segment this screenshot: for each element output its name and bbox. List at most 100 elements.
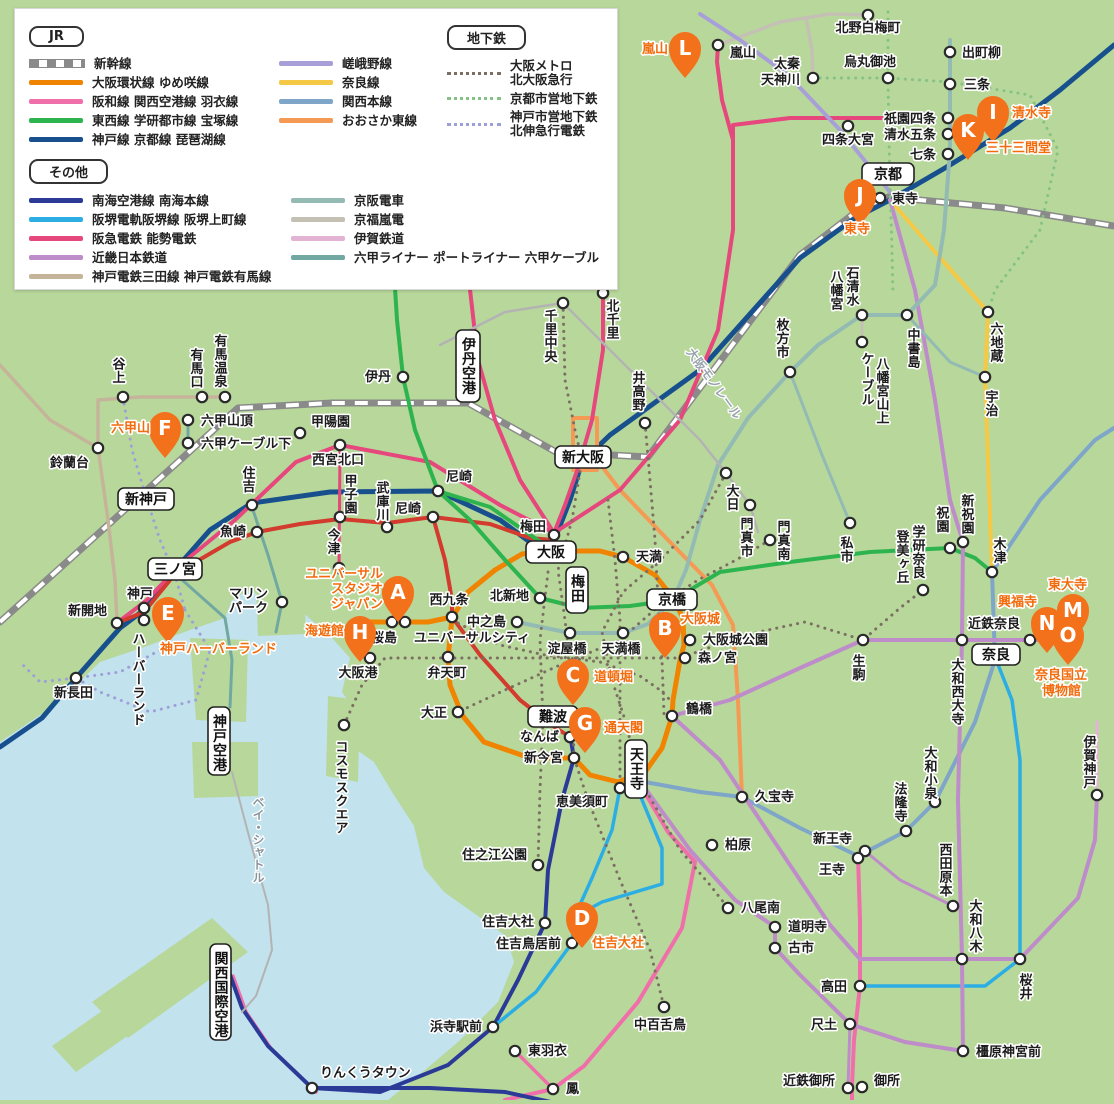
station-dot[interactable] <box>556 296 570 310</box>
station-dot[interactable] <box>181 436 195 450</box>
station-dot[interactable] <box>735 790 749 804</box>
station-dot[interactable] <box>841 119 855 133</box>
station-dot[interactable] <box>616 550 630 564</box>
marker-pin-K[interactable] <box>952 114 984 160</box>
station-dot[interactable] <box>396 370 410 384</box>
station-dot[interactable] <box>333 510 347 524</box>
boxed-station[interactable] <box>207 706 231 776</box>
station-dot[interactable] <box>855 335 869 349</box>
marker-pin-B[interactable] <box>649 612 681 658</box>
marker-pin-A[interactable] <box>382 576 414 622</box>
station-dot[interactable] <box>851 851 865 865</box>
station-dot[interactable] <box>181 413 195 427</box>
boxed-station[interactable] <box>646 588 698 611</box>
station-dot[interactable] <box>873 191 887 205</box>
station-dot[interactable] <box>853 979 867 993</box>
marker-pin-C[interactable] <box>557 659 589 705</box>
station-dot[interactable] <box>721 901 735 915</box>
boxed-station[interactable] <box>525 540 577 564</box>
station-dot[interactable] <box>1023 633 1037 647</box>
boxed-station[interactable] <box>117 487 175 511</box>
station-dot[interactable] <box>1090 788 1104 802</box>
station-dot[interactable] <box>719 466 733 480</box>
station-dot[interactable] <box>538 916 552 930</box>
station-dot[interactable] <box>110 616 124 630</box>
station-dot[interactable] <box>250 525 264 539</box>
station-dot[interactable] <box>531 858 545 872</box>
station-dot[interactable] <box>91 441 105 455</box>
station-dot[interactable] <box>861 8 875 22</box>
station-dot[interactable] <box>116 390 130 404</box>
station-dot[interactable] <box>451 705 465 719</box>
marker-pin-L[interactable] <box>669 32 701 78</box>
station-dot[interactable] <box>855 308 869 322</box>
station-dot[interactable] <box>665 709 679 723</box>
station-dot[interactable] <box>445 610 459 624</box>
station-dot[interactable] <box>955 952 969 966</box>
station-dot[interactable] <box>426 510 440 524</box>
boxed-station[interactable] <box>971 643 1021 666</box>
station-dot[interactable] <box>943 77 957 91</box>
station-dot[interactable] <box>956 535 970 549</box>
station-dot[interactable] <box>441 650 455 664</box>
station-dot[interactable] <box>380 520 394 534</box>
boxed-station[interactable] <box>861 162 915 186</box>
station-dot[interactable] <box>711 38 725 52</box>
boxed-station[interactable] <box>624 739 648 799</box>
station-dot[interactable] <box>768 920 782 934</box>
station-dot[interactable] <box>806 71 820 85</box>
station-dot[interactable] <box>546 1082 560 1096</box>
station-dot[interactable] <box>955 633 969 647</box>
station-dot[interactable] <box>763 533 777 547</box>
station-dot[interactable] <box>916 583 930 597</box>
station-dot[interactable] <box>941 127 955 141</box>
station-dot[interactable] <box>616 626 630 640</box>
station-dot[interactable] <box>941 111 955 125</box>
station-dot[interactable] <box>683 633 697 647</box>
station-dot[interactable] <box>431 484 445 498</box>
station-dot[interactable] <box>565 936 579 950</box>
station-dot[interactable] <box>843 1017 857 1031</box>
station-dot[interactable] <box>943 541 957 555</box>
station-dot[interactable] <box>1013 952 1027 966</box>
station-dot[interactable] <box>855 1080 869 1094</box>
boxed-station[interactable] <box>209 943 232 1041</box>
station-dot[interactable] <box>768 941 782 955</box>
station-dot[interactable] <box>638 416 652 430</box>
station-dot[interactable] <box>856 633 870 647</box>
station-dot[interactable] <box>928 795 942 809</box>
marker-pin-J[interactable] <box>844 179 876 225</box>
marker-pin-I[interactable] <box>977 96 1009 142</box>
station-dot[interactable] <box>563 626 577 640</box>
station-dot[interactable] <box>567 751 581 765</box>
boxed-station[interactable] <box>554 445 612 469</box>
marker-pin-O[interactable] <box>1052 619 1084 665</box>
marker-pin-E[interactable] <box>152 597 184 643</box>
marker-pin-F[interactable] <box>149 412 181 458</box>
station-dot[interactable] <box>137 601 151 615</box>
marker-pin-G[interactable] <box>569 707 601 753</box>
station-dot[interactable] <box>956 1044 970 1058</box>
station-dot[interactable] <box>743 498 757 512</box>
station-dot[interactable] <box>363 651 377 665</box>
station-dot[interactable] <box>547 528 561 542</box>
station-dot[interactable] <box>941 147 955 161</box>
station-dot[interactable] <box>486 1020 500 1034</box>
station-dot[interactable] <box>332 561 346 575</box>
station-dot[interactable] <box>385 615 399 629</box>
station-dot[interactable] <box>398 615 412 629</box>
station-dot[interactable] <box>946 899 960 913</box>
station-dot[interactable] <box>137 613 151 627</box>
station-dot[interactable] <box>881 71 895 85</box>
marker-pin-H[interactable] <box>344 616 376 662</box>
station-dot[interactable] <box>69 671 83 685</box>
station-dot[interactable] <box>783 365 797 379</box>
station-dot[interactable] <box>275 595 289 609</box>
station-dot[interactable] <box>305 1081 319 1095</box>
station-dot[interactable] <box>899 824 913 838</box>
station-dot[interactable] <box>293 426 307 440</box>
station-dot[interactable] <box>843 516 857 530</box>
station-dot[interactable] <box>195 390 209 404</box>
boxed-station[interactable] <box>455 329 481 403</box>
station-dot[interactable] <box>333 438 347 452</box>
